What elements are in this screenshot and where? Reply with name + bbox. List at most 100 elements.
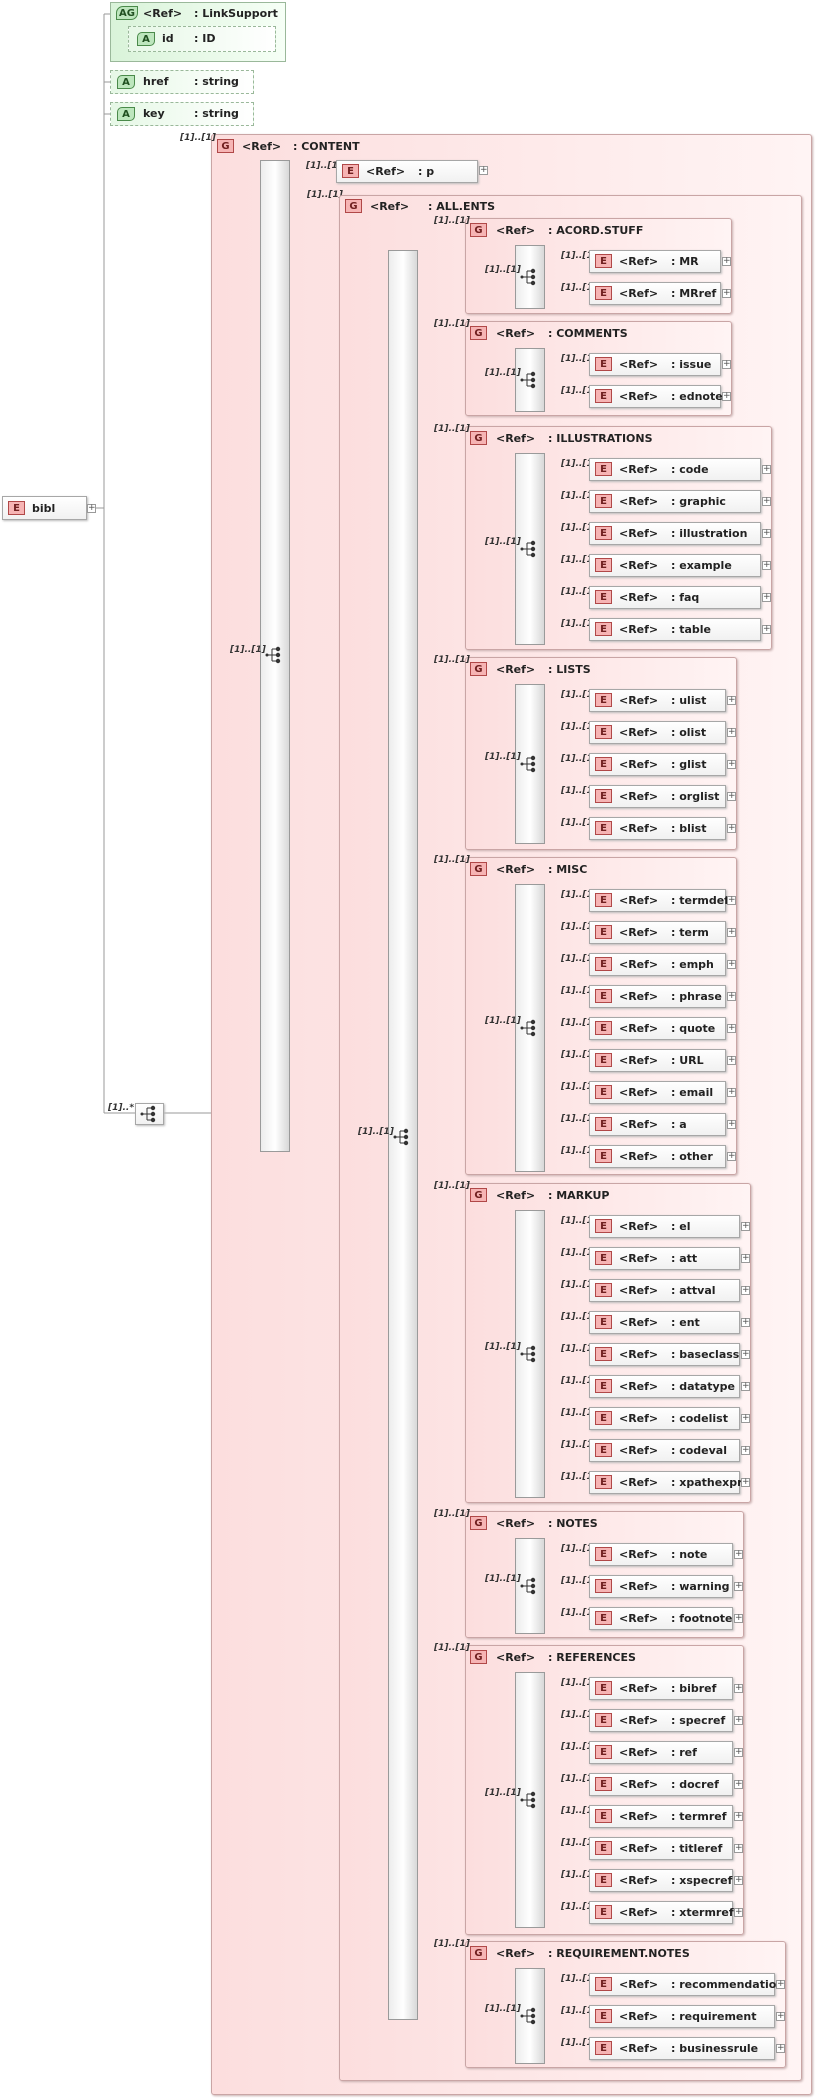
element-note[interactable] <box>589 1543 733 1566</box>
element-mr[interactable] <box>589 250 721 273</box>
expand-plus-icon[interactable]: + <box>776 1979 785 1989</box>
expand-plus-icon[interactable]: + <box>762 464 771 474</box>
element-codeval[interactable] <box>589 1439 740 1462</box>
element-xpathexpr[interactable] <box>589 1471 740 1494</box>
element-code[interactable] <box>589 458 761 481</box>
expand-plus-icon[interactable]: + <box>734 1747 743 1757</box>
expand-plus-icon[interactable]: + <box>776 2043 785 2053</box>
element-xspecref[interactable] <box>589 1869 733 1892</box>
element-warning[interactable] <box>589 1575 733 1598</box>
expand-plus-icon[interactable]: + <box>727 991 736 1001</box>
element-example[interactable] <box>589 554 761 577</box>
expand-plus-icon[interactable]: + <box>762 560 771 570</box>
expand-plus-icon[interactable]: + <box>734 1549 743 1559</box>
expand-plus-icon[interactable]: + <box>741 1445 750 1455</box>
expand-plus-icon[interactable]: + <box>734 1811 743 1821</box>
element-attval[interactable] <box>589 1279 740 1302</box>
element-issue[interactable] <box>589 353 721 376</box>
expand-plus-icon[interactable]: + <box>762 592 771 602</box>
expand-plus-icon[interactable]: + <box>727 695 736 705</box>
element-emph[interactable] <box>589 953 726 976</box>
element-illustration[interactable] <box>589 522 761 545</box>
element-recommendation[interactable] <box>589 1973 775 1996</box>
expand-plus-icon[interactable]: + <box>727 823 736 833</box>
element-glist[interactable] <box>589 753 726 776</box>
expand-plus-icon[interactable]: + <box>727 1151 736 1161</box>
expand-plus-icon[interactable]: + <box>722 256 731 266</box>
element-url[interactable] <box>589 1049 726 1072</box>
expand-plus-icon[interactable]: + <box>727 759 736 769</box>
element-p[interactable] <box>336 160 478 183</box>
expand-plus-icon[interactable]: + <box>762 528 771 538</box>
expand-plus-icon[interactable]: + <box>727 727 736 737</box>
element-email[interactable] <box>589 1081 726 1104</box>
expand-plus-icon[interactable]: + <box>727 1055 736 1065</box>
element-phrase[interactable] <box>589 985 726 1008</box>
element-footnote[interactable] <box>589 1607 733 1630</box>
element-graphic[interactable] <box>589 490 761 513</box>
expand-plus-icon[interactable]: + <box>741 1285 750 1295</box>
expand-plus-icon[interactable]: + <box>734 1843 743 1853</box>
element-specref[interactable] <box>589 1709 733 1732</box>
element-other[interactable] <box>589 1145 726 1168</box>
expand-plus-icon[interactable]: + <box>727 1023 736 1033</box>
expand-plus-icon[interactable]: + <box>741 1349 750 1359</box>
expand-plus-icon[interactable]: + <box>722 391 731 401</box>
element-bibref[interactable] <box>589 1677 733 1700</box>
element-orglist[interactable] <box>589 785 726 808</box>
expand-plus-icon[interactable]: + <box>734 1613 743 1623</box>
element-term[interactable] <box>589 921 726 944</box>
expand-plus-icon[interactable]: + <box>727 1119 736 1129</box>
expand-plus-icon[interactable]: + <box>734 1715 743 1725</box>
expand-plus-icon[interactable]: + <box>776 2011 785 2021</box>
element-ref: <Ref> <box>619 463 659 476</box>
expand-plus-icon[interactable]: + <box>734 1875 743 1885</box>
element-table[interactable] <box>589 618 761 641</box>
expand-plus-icon[interactable]: + <box>741 1413 750 1423</box>
expand-plus-icon[interactable]: + <box>741 1477 750 1487</box>
expand-plus-icon[interactable]: + <box>734 1683 743 1693</box>
expand-plus-icon[interactable]: + <box>727 895 736 905</box>
choice-compositor-icon <box>265 646 281 664</box>
expand-plus-icon[interactable]: + <box>741 1381 750 1391</box>
element-titleref[interactable] <box>589 1837 733 1860</box>
expand-plus-icon[interactable]: + <box>722 359 731 369</box>
element-blist[interactable] <box>589 817 726 840</box>
expand-plus-icon[interactable]: + <box>734 1581 743 1591</box>
expand-plus-icon[interactable]: + <box>741 1221 750 1231</box>
element-baseclass[interactable] <box>589 1343 740 1366</box>
element-docref[interactable] <box>589 1773 733 1796</box>
expand-plus-icon[interactable]: + <box>727 927 736 937</box>
expand-plus-icon[interactable]: + <box>727 791 736 801</box>
expand-plus-icon[interactable]: + <box>762 496 771 506</box>
element-ent[interactable] <box>589 1311 740 1334</box>
element-ulist[interactable] <box>589 689 726 712</box>
expand-plus-icon[interactable]: + <box>727 1087 736 1097</box>
element-termref[interactable] <box>589 1805 733 1828</box>
expand-plus-icon[interactable]: + <box>762 624 771 634</box>
expand-plus-icon[interactable]: + <box>87 503 96 513</box>
expand-plus-icon[interactable]: + <box>734 1779 743 1789</box>
element-ref[interactable] <box>589 1741 733 1764</box>
expand-plus-icon[interactable]: + <box>722 288 731 298</box>
element-ednote[interactable] <box>589 385 721 408</box>
element-datatype[interactable] <box>589 1375 740 1398</box>
element-codelist[interactable] <box>589 1407 740 1430</box>
element-quote[interactable] <box>589 1017 726 1040</box>
element-termdef[interactable] <box>589 889 726 912</box>
expand-plus-icon[interactable]: + <box>479 165 488 175</box>
expand-plus-icon[interactable]: + <box>734 1907 743 1917</box>
element-requirement[interactable] <box>589 2005 775 2028</box>
expand-plus-icon[interactable]: + <box>727 959 736 969</box>
element-xtermref[interactable] <box>589 1901 733 1924</box>
element-el[interactable] <box>589 1215 740 1238</box>
root-element-bibl[interactable] <box>2 496 87 520</box>
element-a[interactable] <box>589 1113 726 1136</box>
element-mrref[interactable] <box>589 282 721 305</box>
element-olist[interactable] <box>589 721 726 744</box>
element-faq[interactable] <box>589 586 761 609</box>
element-att[interactable] <box>589 1247 740 1270</box>
expand-plus-icon[interactable]: + <box>741 1317 750 1327</box>
element-businessrule[interactable] <box>589 2037 775 2060</box>
expand-plus-icon[interactable]: + <box>741 1253 750 1263</box>
